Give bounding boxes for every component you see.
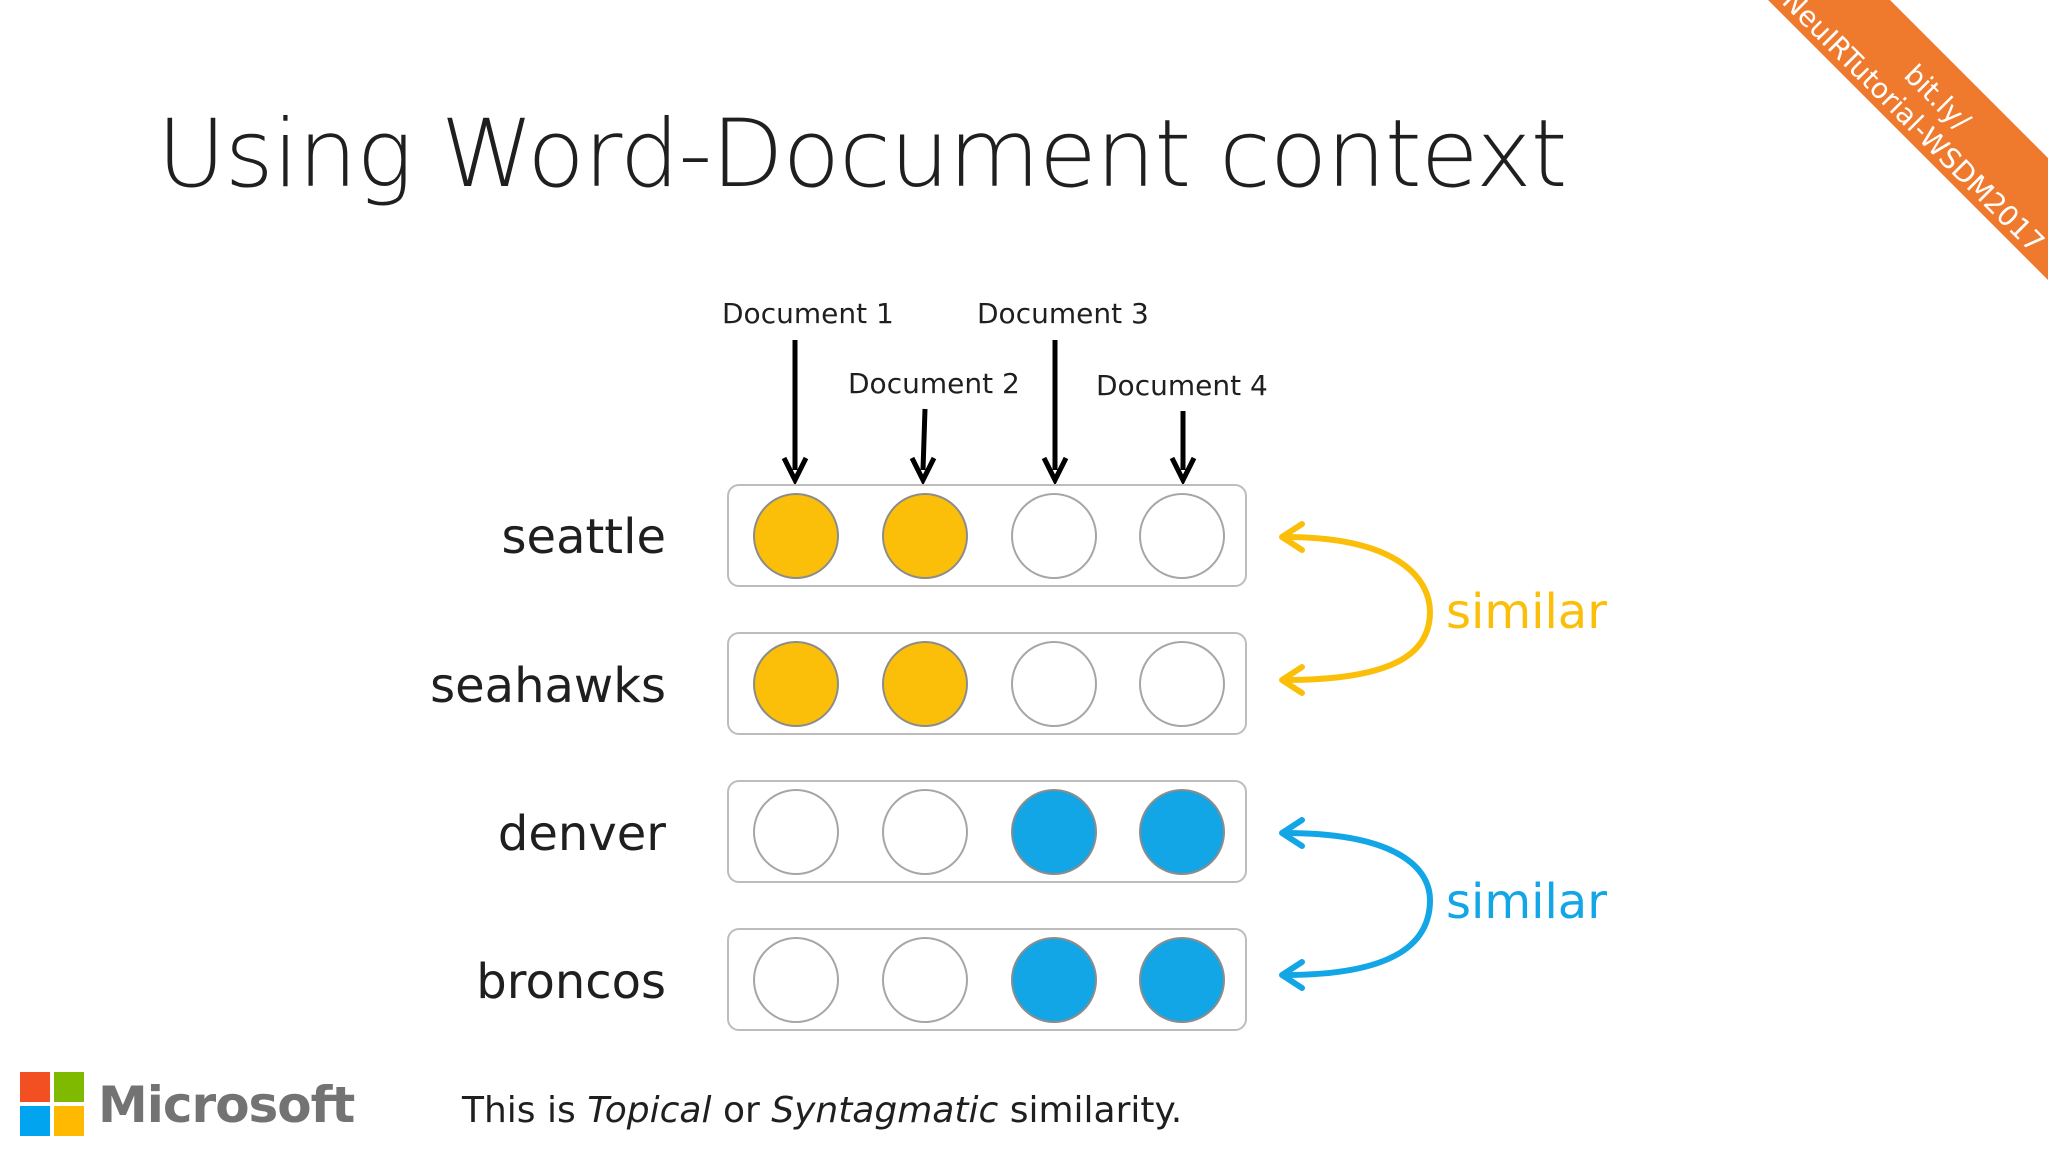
- similar-label-yellow: similar: [1446, 584, 1607, 640]
- document-label-3: Document 3: [977, 297, 1149, 330]
- word-label-seattle: seattle: [501, 509, 666, 565]
- vector-cell: [1139, 936, 1225, 1023]
- similar-arc-blue-head-bottom: [1279, 959, 1305, 991]
- vector-cell: [753, 640, 839, 727]
- microsoft-logo-icon: [20, 1072, 84, 1136]
- microsoft-wordmark: Microsoft: [98, 1076, 355, 1134]
- footer-term-syntagmatic: Syntagmatic: [771, 1090, 999, 1131]
- vector-cell: [753, 788, 839, 875]
- vector-cell: [1011, 936, 1097, 1023]
- vector-cell: [1139, 492, 1225, 579]
- document-label-2: Document 2: [848, 367, 1020, 400]
- vector-cell: [882, 640, 968, 727]
- document-4-arrow-head: [1169, 456, 1197, 486]
- word-vector-row: [727, 632, 1247, 735]
- vector-cell: [882, 788, 968, 875]
- footer-term-topical: Topical: [587, 1090, 712, 1131]
- vector-cell: [753, 936, 839, 1023]
- similar-arc-blue-head-top: [1279, 817, 1305, 849]
- word-vector-row: [727, 780, 1247, 883]
- word-label-broncos: broncos: [476, 954, 666, 1010]
- vector-cell: [1011, 640, 1097, 727]
- document-1-arrow-head: [781, 456, 809, 486]
- similar-arc-yellow-head-top: [1279, 521, 1305, 553]
- vector-cell: [1139, 788, 1225, 875]
- document-3-arrow-head: [1041, 456, 1069, 486]
- vector-cell: [1011, 788, 1097, 875]
- similar-arc-blue: [1282, 830, 1433, 978]
- word-label-seahawks: seahawks: [430, 658, 666, 714]
- word-vector-row: [727, 928, 1247, 1031]
- document-arrows: [781, 340, 1197, 486]
- logo-square-blue: [20, 1106, 50, 1136]
- footer-caption: This is Topical or Syntagmatic similarit…: [462, 1090, 1182, 1131]
- vector-cell: [1139, 640, 1225, 727]
- word-vector-row: [727, 484, 1247, 587]
- similar-arc-yellow-head-bottom: [1279, 664, 1305, 696]
- document-2-arrow-head: [909, 456, 937, 486]
- vector-cell: [882, 936, 968, 1023]
- slide-title: Using Word-Document context: [157, 100, 1567, 209]
- document-label-1: Document 1: [722, 297, 894, 330]
- vector-cell: [882, 492, 968, 579]
- logo-square-red: [20, 1072, 50, 1102]
- footer-suffix: similarity.: [998, 1090, 1183, 1131]
- logo-square-yellow: [54, 1106, 84, 1136]
- word-label-denver: denver: [497, 806, 666, 862]
- footer-middle: or: [711, 1090, 772, 1131]
- document-2-arrow: [920, 408, 928, 471]
- similar-label-blue: similar: [1446, 874, 1607, 930]
- document-label-4: Document 4: [1096, 369, 1268, 402]
- similar-arc-yellow: [1282, 534, 1433, 683]
- vector-cell: [753, 492, 839, 579]
- footer-prefix: This is: [462, 1090, 588, 1131]
- vector-cell: [1011, 492, 1097, 579]
- logo-square-green: [54, 1072, 84, 1102]
